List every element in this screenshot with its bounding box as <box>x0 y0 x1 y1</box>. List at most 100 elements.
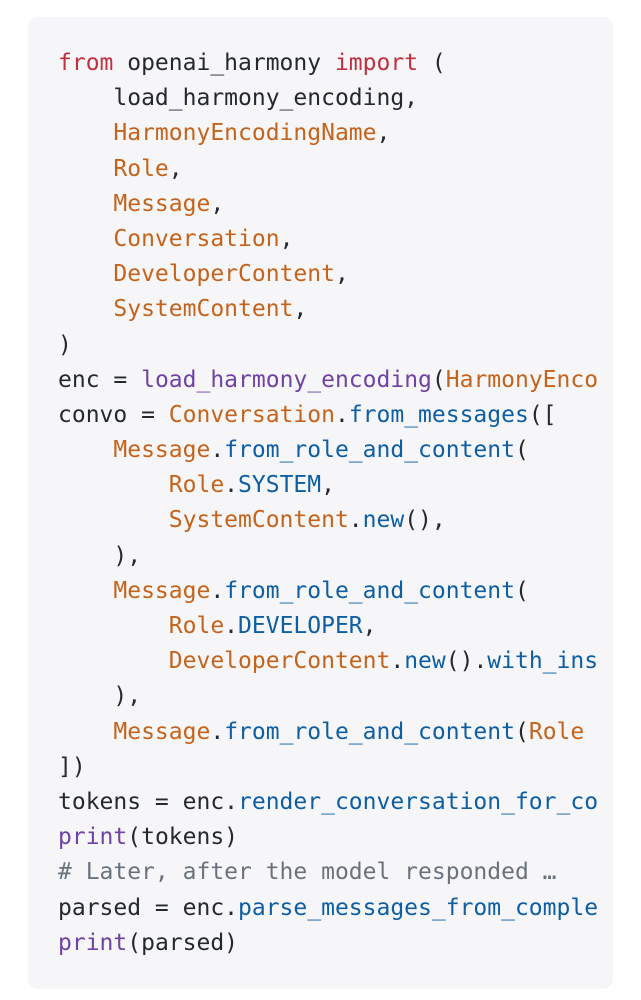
code-token: HarmonyEnco <box>445 366 599 393</box>
code-token: from_role_and_content <box>224 437 515 464</box>
code-line: parsed = enc.parse_messages_from_comple <box>58 891 598 926</box>
code-token: Message <box>113 437 211 464</box>
code-token: (parsed) <box>127 929 239 956</box>
code-token: ), <box>58 683 142 710</box>
code-token: (tokens) <box>127 824 239 851</box>
code-line: Message.from_role_and_content( <box>58 433 598 468</box>
code-line: tokens = enc.render_conversation_for_co <box>58 785 598 820</box>
code-line: DeveloperContent, <box>58 257 598 292</box>
code-token: enc = <box>58 366 142 393</box>
code-token: . <box>224 472 239 499</box>
code-line: Message, <box>58 187 598 222</box>
code-token: ( <box>514 718 529 745</box>
code-line: print(parsed) <box>58 926 598 961</box>
code-token: DEVELOPER <box>238 613 363 639</box>
code-line: Conversation, <box>58 222 598 257</box>
code-token: print <box>58 929 128 956</box>
code-block: from openai_harmony import ( load_harmon… <box>28 17 613 989</box>
code-token: . <box>390 648 405 675</box>
code-token: print <box>58 824 128 851</box>
code-token: openai_harmony <box>113 50 335 76</box>
code-token: tokens = enc. <box>58 788 239 815</box>
code-line: from openai_harmony import ( <box>58 46 598 81</box>
code-token: new <box>362 507 405 534</box>
code-token: , <box>321 472 335 499</box>
code-token <box>58 296 113 322</box>
code-token: , <box>362 613 377 639</box>
code-token: Role <box>113 155 169 182</box>
code-token <box>58 613 169 639</box>
code-line: enc = load_harmony_encoding(HarmonyEnco <box>58 363 598 398</box>
code-line: ) <box>58 328 598 363</box>
code-token: HarmonyEncodingName <box>113 120 377 147</box>
code-token: convo = <box>58 401 169 428</box>
code-token: . <box>348 507 363 534</box>
code-token: load_harmony_encoding <box>141 366 432 393</box>
code-token: SystemContent <box>168 507 349 534</box>
code-token: ( <box>418 50 446 76</box>
code-token: , <box>279 225 294 252</box>
code-token: , <box>168 155 183 182</box>
code-token <box>58 120 113 146</box>
code-token <box>58 191 113 217</box>
code-token: load_harmony_encoding, <box>58 85 419 112</box>
code-token: # Later, after the model responded … <box>58 859 557 886</box>
code-token: Role <box>168 472 225 499</box>
code-token: Message <box>113 190 211 217</box>
code-line: Role, <box>58 152 598 187</box>
code-token: , <box>334 261 349 288</box>
code-token <box>58 719 113 745</box>
code-token: Role <box>168 613 225 639</box>
code-token: . <box>334 401 349 428</box>
code-token: Conversation <box>113 225 280 252</box>
code-line: ), <box>58 539 598 574</box>
code-line: HarmonyEncodingName, <box>58 116 598 151</box>
code-token: . <box>210 437 225 464</box>
code-line: load_harmony_encoding, <box>58 81 598 116</box>
code-content[interactable]: from openai_harmony import ( load_harmon… <box>58 46 598 961</box>
code-token: from_messages <box>348 401 529 428</box>
code-token: ([ <box>528 401 557 428</box>
code-token: SystemContent <box>113 296 294 323</box>
code-token: , <box>210 190 225 217</box>
code-token: import <box>334 50 419 76</box>
code-token: (), <box>404 507 446 534</box>
code-line: convo = Conversation.from_messages([ <box>58 398 598 433</box>
code-token: ), <box>58 542 142 569</box>
code-token: DeveloperContent <box>168 648 391 675</box>
code-line: print(tokens) <box>58 820 598 855</box>
code-line: DeveloperContent.new().with_ins <box>58 644 598 679</box>
code-token: new <box>404 648 446 675</box>
code-token: . <box>224 613 239 639</box>
code-token: parsed = enc. <box>58 894 239 921</box>
code-token <box>58 261 113 287</box>
code-token: ]) <box>58 753 86 780</box>
code-line: Message.from_role_and_content(Role <box>58 715 598 750</box>
code-token: ( <box>431 366 446 393</box>
code-token: from <box>58 50 114 76</box>
code-token: SYSTEM <box>238 472 322 499</box>
code-token: . <box>210 577 225 604</box>
code-line: ]) <box>58 750 598 785</box>
code-token: Message <box>113 718 211 745</box>
code-token: from_role_and_content <box>224 718 515 745</box>
code-token <box>58 156 113 182</box>
code-token <box>58 648 169 674</box>
code-token: ( <box>514 577 529 604</box>
code-line: # Later, after the model responded … <box>58 855 598 890</box>
code-line: ), <box>58 679 598 714</box>
code-token <box>58 437 113 463</box>
code-token: . <box>210 718 225 745</box>
code-token: ) <box>58 331 72 358</box>
code-token: Role <box>528 718 585 745</box>
code-token <box>58 472 169 498</box>
code-line: SystemContent, <box>58 292 598 327</box>
code-token: ( <box>514 437 529 464</box>
code-line: SystemContent.new(), <box>58 503 598 538</box>
code-line: Role.DEVELOPER, <box>58 609 598 644</box>
code-token: Conversation <box>168 401 335 428</box>
code-token: , <box>293 296 308 323</box>
code-line: Message.from_role_and_content( <box>58 574 598 609</box>
code-token <box>58 507 169 533</box>
code-token: (). <box>445 648 488 675</box>
